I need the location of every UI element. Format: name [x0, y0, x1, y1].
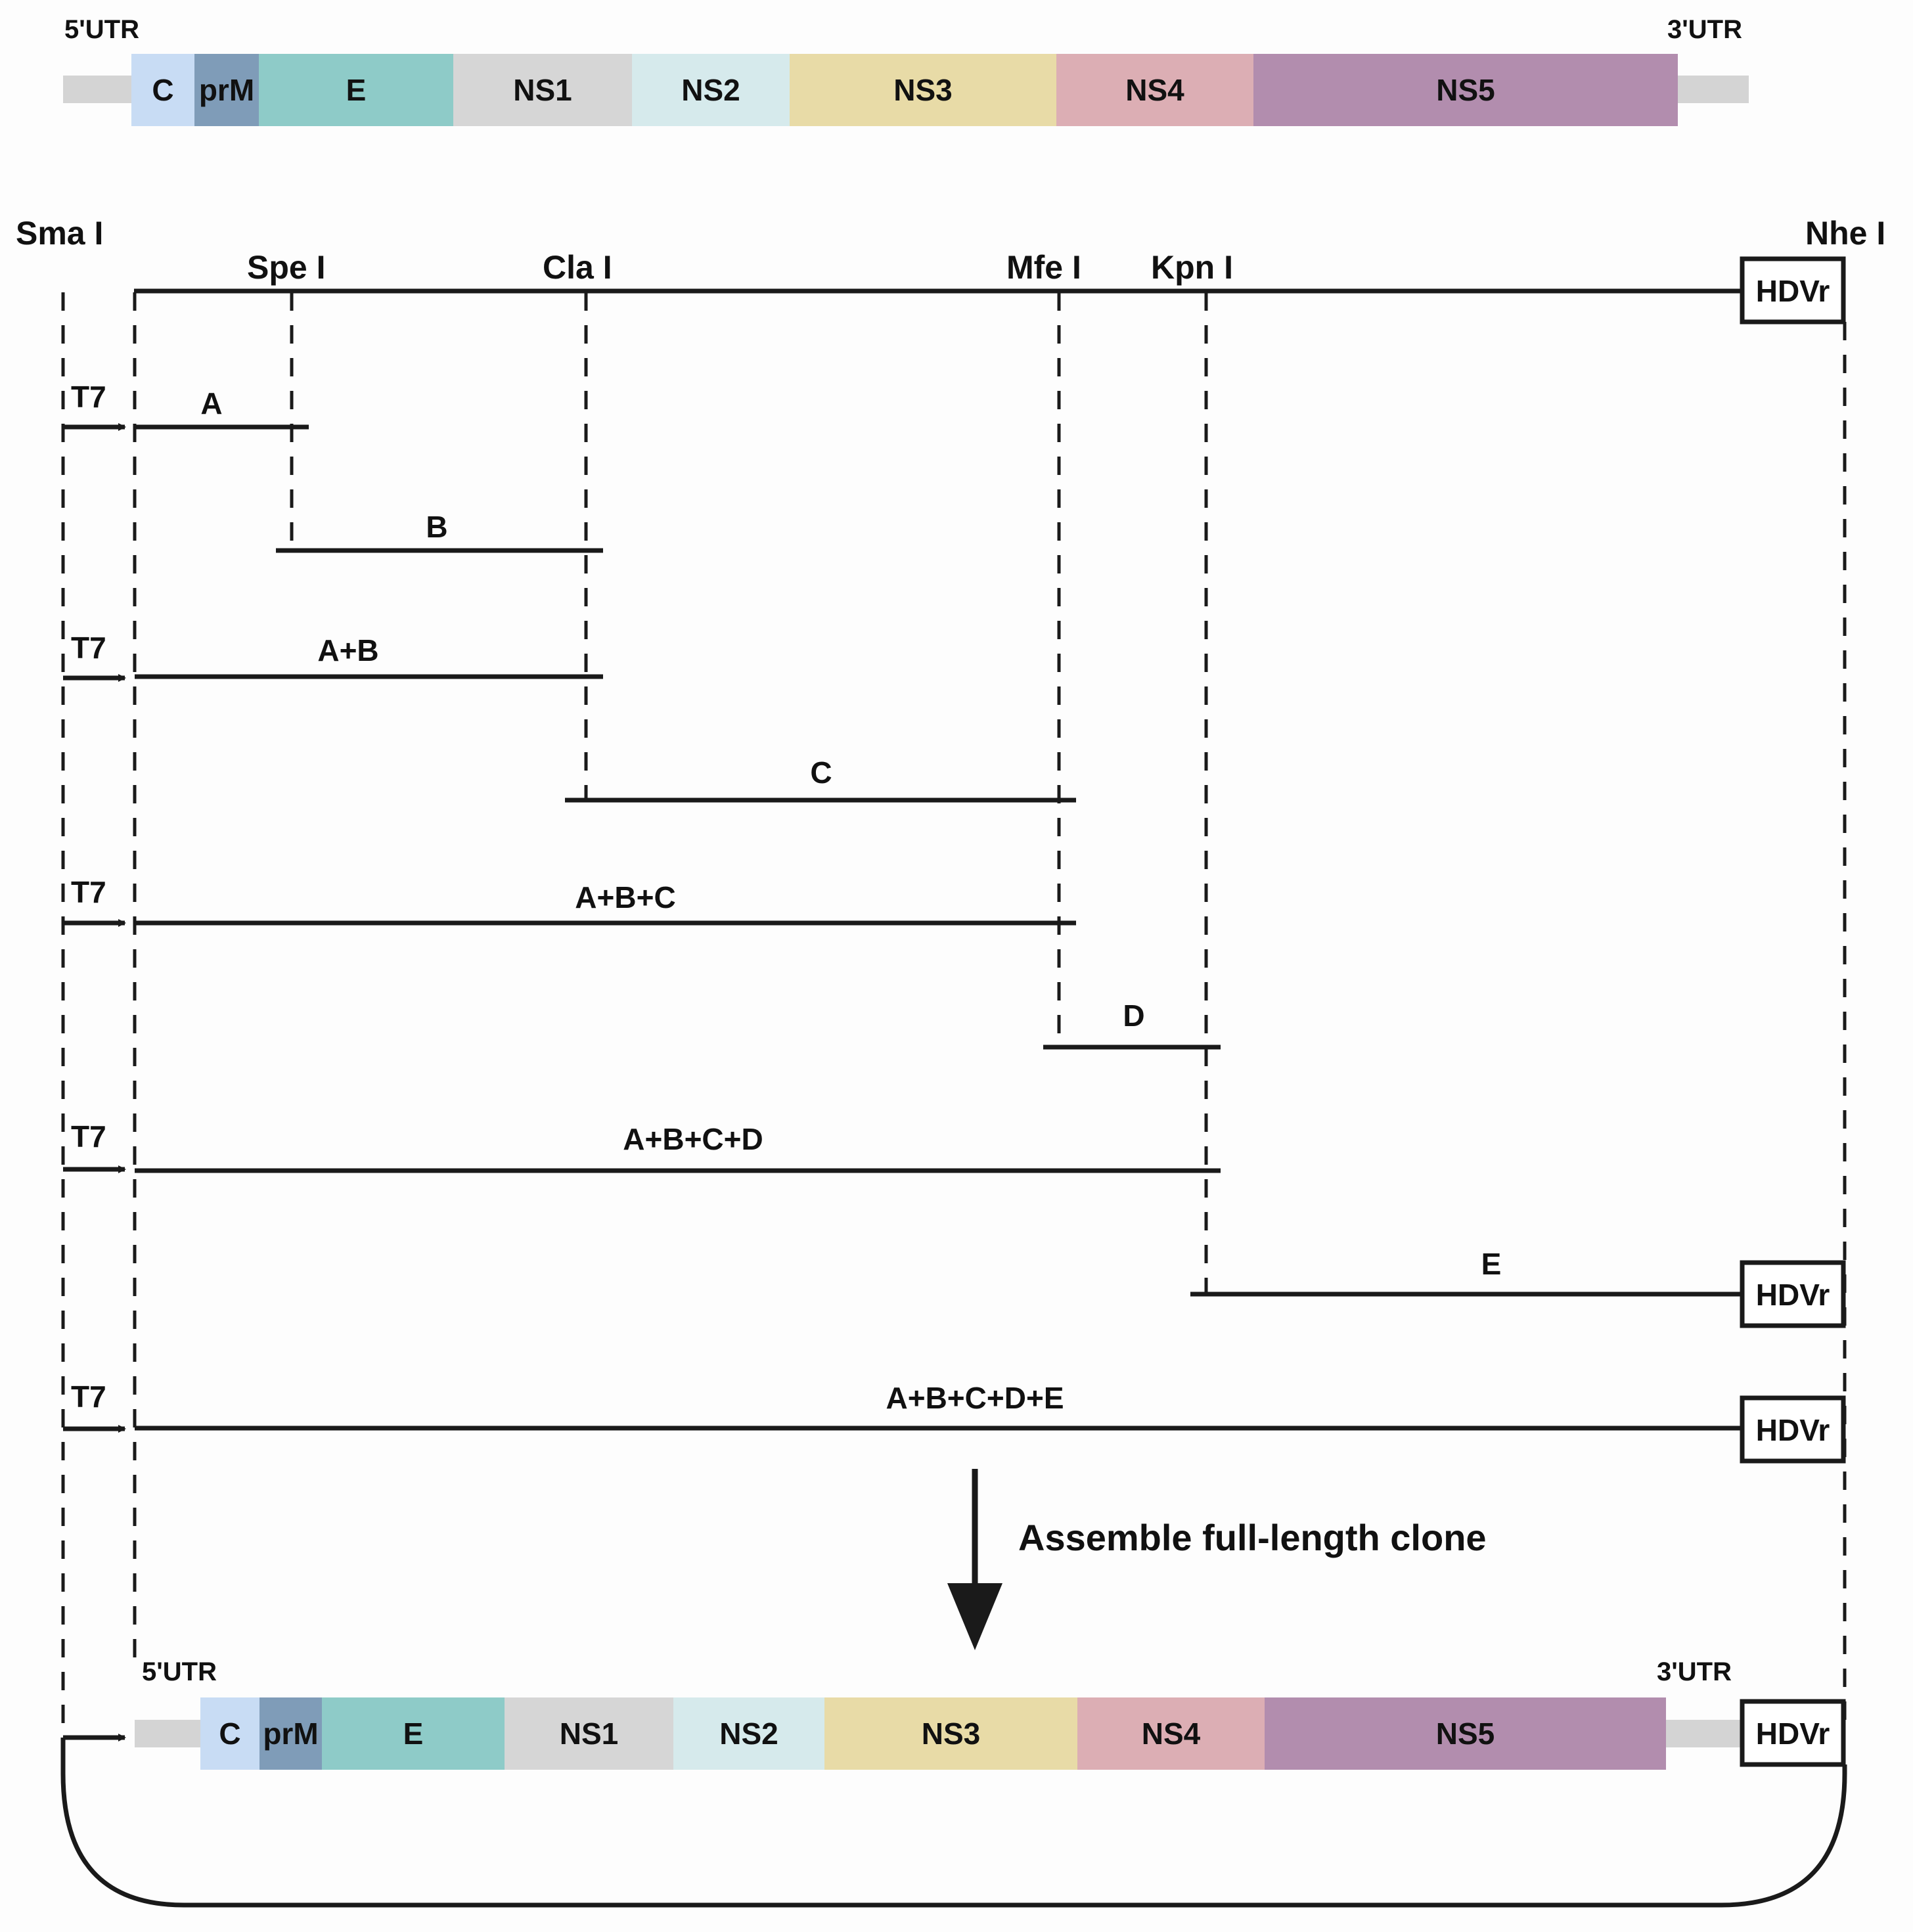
top-segment-label-ns1: NS1 [513, 73, 572, 107]
fragment-abc-label: A+B+C [575, 880, 675, 914]
fragment-b-label: B [426, 510, 447, 544]
bottom-segment-ns5 [1265, 1697, 1666, 1770]
bottom-segment-ns1 [505, 1697, 673, 1770]
bottom-segment-ns4 [1077, 1697, 1265, 1770]
bottom-segment-label-ns5: NS5 [1436, 1717, 1495, 1751]
top-segment-prm [194, 54, 259, 126]
utr3-bar-bottom [1666, 1720, 1742, 1747]
utr3-label-top: 3'UTR [1667, 15, 1742, 44]
fragment-ab-label: A+B [317, 633, 378, 667]
fragment-e-label: E [1481, 1247, 1502, 1281]
site-spei-label: Spe I [247, 249, 325, 286]
bottom-segment-label-c: C [219, 1717, 240, 1751]
top-segment-label-ns4: NS4 [1125, 73, 1184, 107]
bottom-segment-label-e: E [403, 1717, 424, 1751]
bottom-segment-label-ns2: NS2 [719, 1717, 778, 1751]
top-segment-c [131, 54, 194, 126]
top-segment-label-ns2: NS2 [681, 73, 740, 107]
hdvr-label-abcde: HDVr [1756, 1413, 1830, 1447]
top-segment-ns2 [632, 54, 790, 126]
top-segment-ns5 [1253, 54, 1678, 126]
bottom-segment-prm [259, 1697, 322, 1770]
bottom-segment-ns2 [673, 1697, 824, 1770]
site-smai-label: Sma I [16, 215, 103, 252]
top-segment-ns1 [453, 54, 632, 126]
bottom-segment-label-prm: prM [263, 1717, 318, 1751]
site-kpni-label: Kpn I [1151, 249, 1233, 286]
fragment-a-label: A [200, 386, 222, 420]
fragment-abcd-label: A+B+C+D [623, 1122, 763, 1156]
top-segment-ns3 [790, 54, 1056, 126]
bottom-segment-label-ns1: NS1 [560, 1717, 618, 1751]
top-segment-label-ns3: NS3 [893, 73, 952, 107]
hdvr-box-bottom [1740, 1699, 1846, 1767]
hdvr-label-top: HDVr [1756, 274, 1830, 308]
site-clai-label: Cla I [543, 249, 612, 286]
bottom-segment-c [200, 1697, 259, 1770]
hdvr-label-bottom: HDVr [1756, 1717, 1830, 1751]
t7-label-a: T7 [71, 380, 106, 414]
top-segment-label-prm: prM [199, 73, 254, 107]
hdvr-box-top [1740, 256, 1846, 325]
utr5-label-bottom: 5'UTR [142, 1657, 217, 1686]
t7-label-abcd: T7 [71, 1119, 106, 1154]
bottom-segment-ns3 [824, 1697, 1077, 1770]
hdvr-box-abcde [1740, 1395, 1846, 1464]
top-segment-label-ns5: NS5 [1436, 73, 1495, 107]
utr5-label-top: 5'UTR [64, 15, 139, 44]
bottom-segment-label-ns3: NS3 [922, 1717, 980, 1751]
bottom-segment-label-ns4: NS4 [1142, 1717, 1201, 1751]
t7-label-ab: T7 [71, 631, 106, 665]
site-nhei-label: Nhe I [1805, 215, 1885, 252]
hdvr-label-e: HDVr [1756, 1278, 1830, 1312]
t7-label-abcde: T7 [71, 1380, 106, 1414]
utr3-label-bottom: 3'UTR [1657, 1657, 1732, 1686]
utr5-bar-bottom [135, 1720, 200, 1747]
hdvr-box-e [1740, 1260, 1846, 1328]
assemble-arrow-head [947, 1583, 1002, 1650]
utr3-bar-top [1678, 76, 1749, 103]
fragment-abcde-label: A+B+C+D+E [886, 1381, 1064, 1415]
utr5-bar-top [63, 76, 131, 103]
t7-label-abc: T7 [71, 875, 106, 909]
top-segment-label-c: C [152, 73, 173, 107]
fragment-c-label: C [810, 755, 832, 790]
site-mfei-label: Mfe I [1006, 249, 1081, 286]
fragment-d-label: D [1123, 999, 1144, 1033]
assemble-label: Assemble full-length clone [1018, 1517, 1487, 1558]
top-segment-label-e: E [346, 73, 367, 107]
bottom-segment-e [322, 1697, 505, 1770]
top-segment-e [259, 54, 453, 126]
top-segment-ns4 [1056, 54, 1253, 126]
plasmid-backbone-loop [60, 1738, 1847, 1908]
